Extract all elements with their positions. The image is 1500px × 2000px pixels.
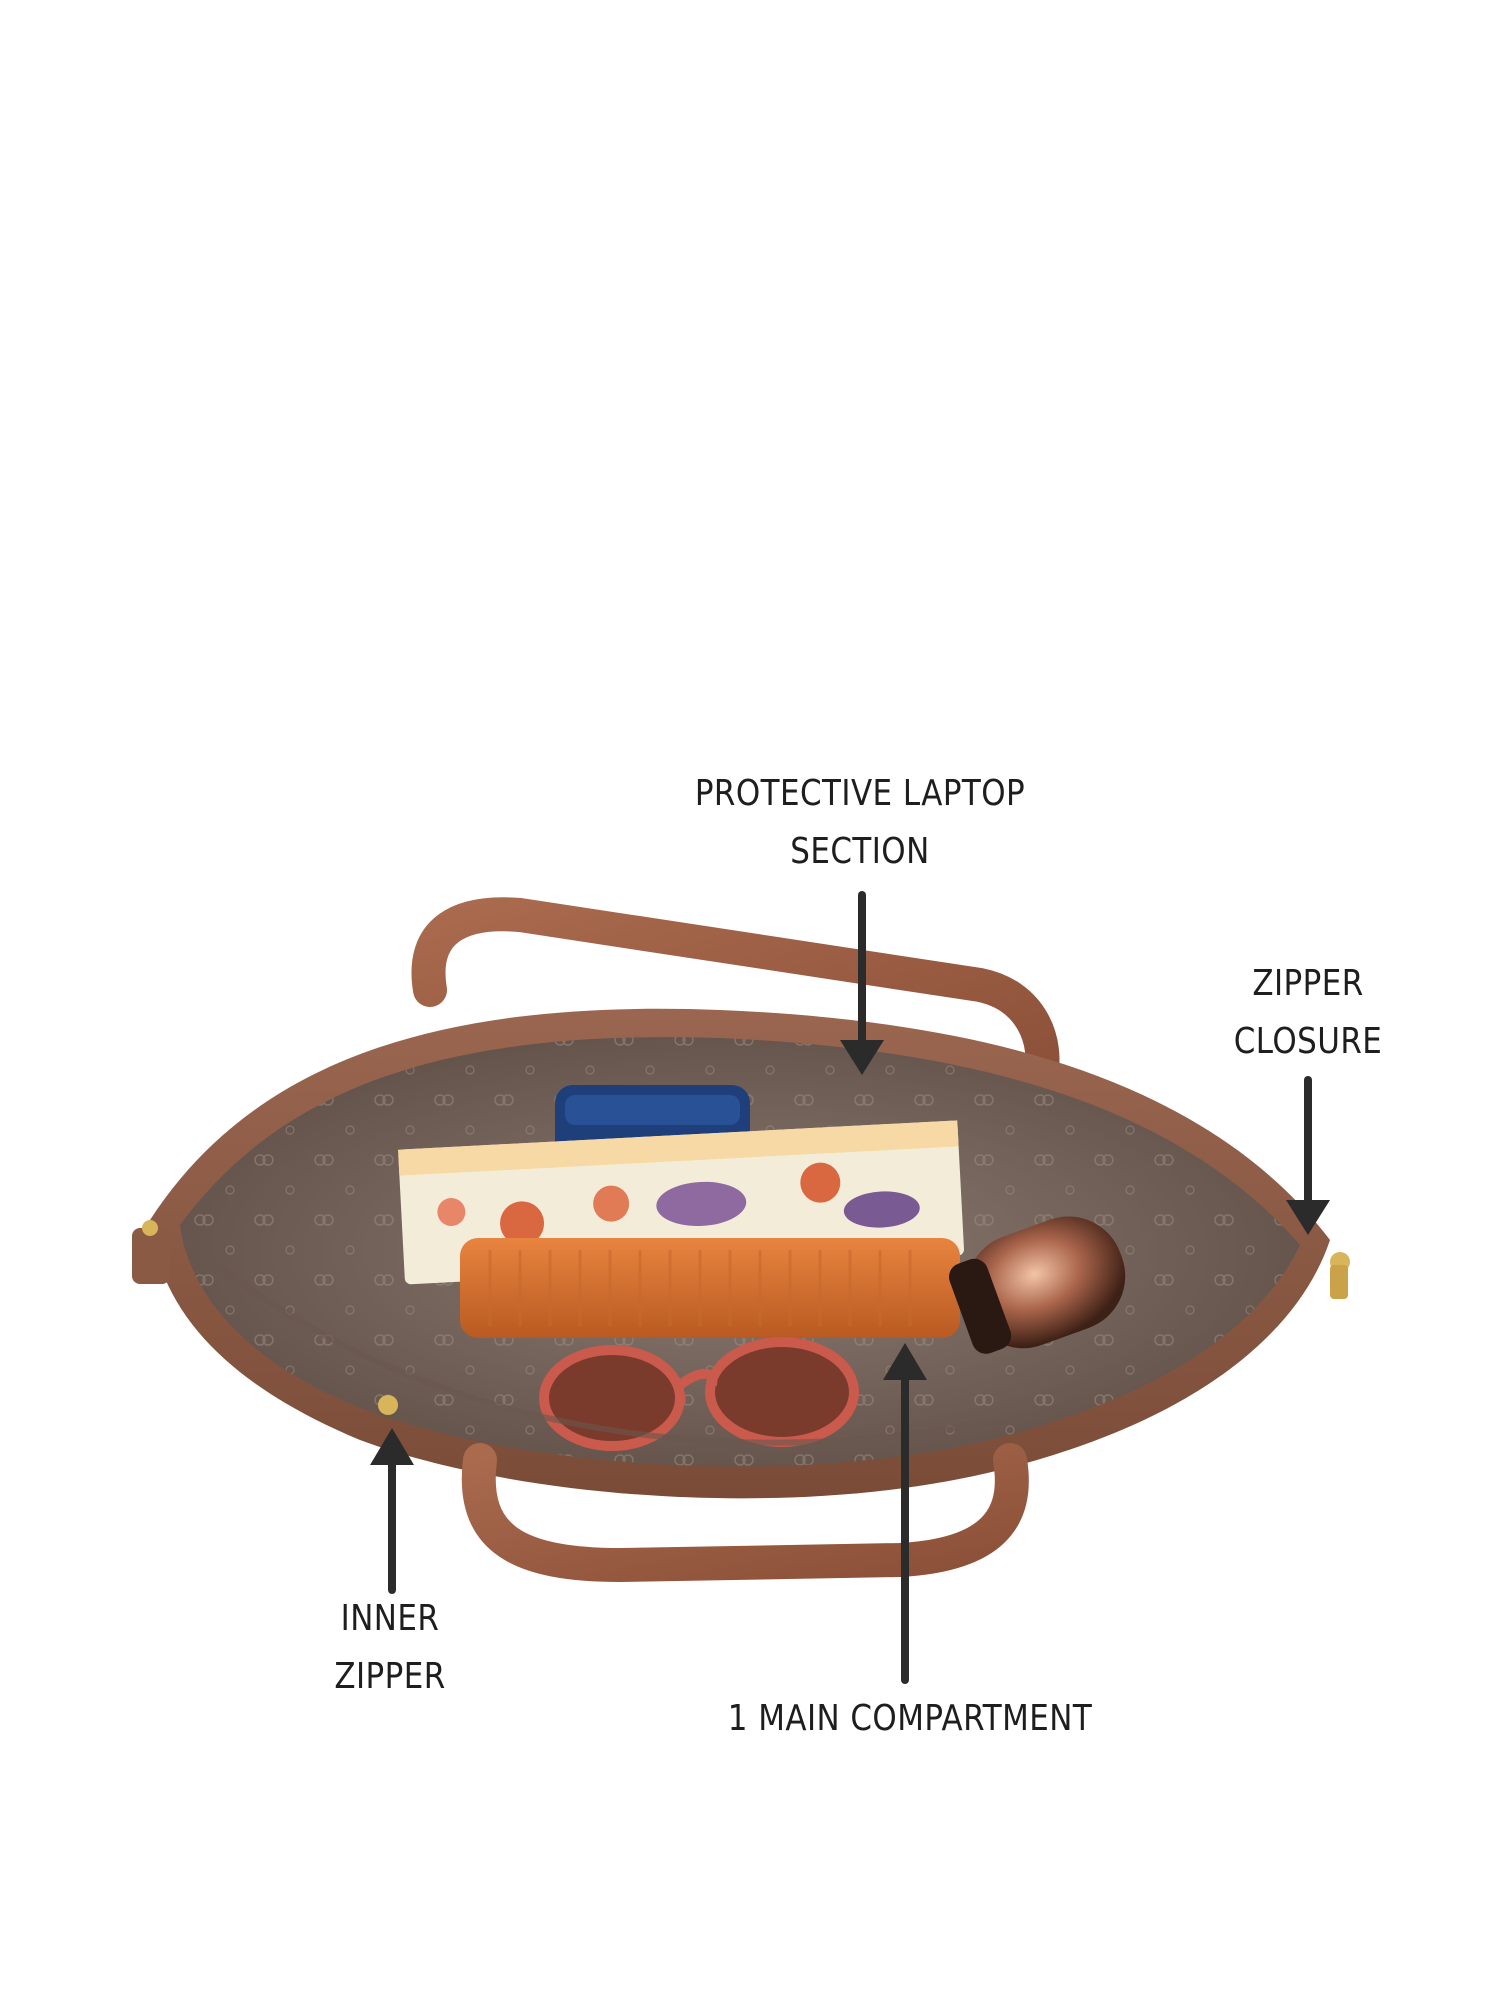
top-handle-back <box>411 897 1060 1097</box>
label-main-compartment: 1 MAIN COMPARTMENT <box>695 1690 1125 1748</box>
label-protective-laptop-section: PROTECTIVE LAPTOP SECTION <box>654 765 1067 881</box>
label-zipper-line1: ZIPPER <box>1252 963 1364 1004</box>
sunglasses <box>539 1337 859 1451</box>
arrow-laptop <box>840 891 884 1075</box>
arrow-inner-zipper <box>370 1428 414 1594</box>
zipper-pull-inner <box>378 1395 398 1415</box>
copper-bottle <box>948 1216 1126 1354</box>
label-inner-line2: ZIPPER <box>334 1656 446 1697</box>
arrow-main-compartment <box>883 1343 927 1684</box>
orange-pouch <box>460 1238 960 1338</box>
label-laptop-line2: SECTION <box>790 831 930 872</box>
arrow-zipper-closure <box>1286 1076 1330 1235</box>
label-zipper-line2: CLOSURE <box>1233 1021 1383 1062</box>
label-inner-zipper: INNER ZIPPER <box>295 1590 484 1706</box>
annotation-arrows <box>370 891 1330 1684</box>
label-zipper-closure: ZIPPER CLOSURE <box>1205 955 1411 1071</box>
top-handle-front <box>461 1443 1029 1583</box>
label-laptop-line1: PROTECTIVE LAPTOP <box>694 773 1026 814</box>
label-inner-line1: INNER <box>340 1598 440 1639</box>
label-main-line1: 1 MAIN COMPARTMENT <box>727 1698 1093 1739</box>
side-tab <box>132 1228 170 1284</box>
